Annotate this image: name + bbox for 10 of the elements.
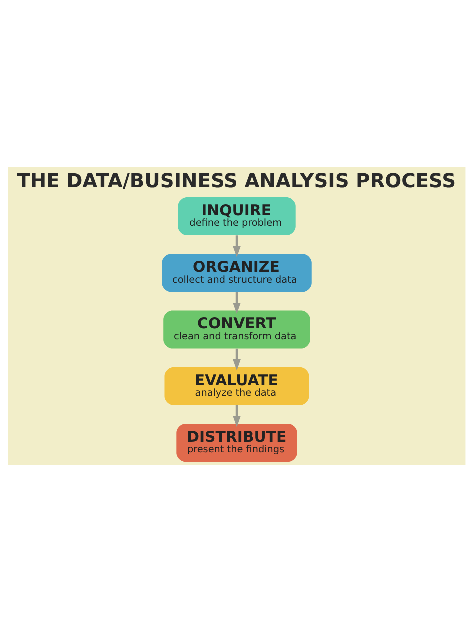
node-box: CONVERT clean and transform data [164, 310, 310, 348]
arrow [233, 348, 241, 370]
node-box: INQUIRE define the problem [178, 197, 296, 236]
diagram-title: THE DATA/BUSINESS ANALYSIS PROCESS [17, 169, 456, 192]
arrow [233, 405, 241, 427]
arrow [233, 235, 241, 258]
node-box: DISTRIBUTE present the findings [176, 424, 298, 462]
arrow [233, 292, 241, 314]
node-box: EVALUATE analyze the data [164, 366, 310, 405]
node-box: ORGANIZE collect and structure data [162, 254, 312, 292]
